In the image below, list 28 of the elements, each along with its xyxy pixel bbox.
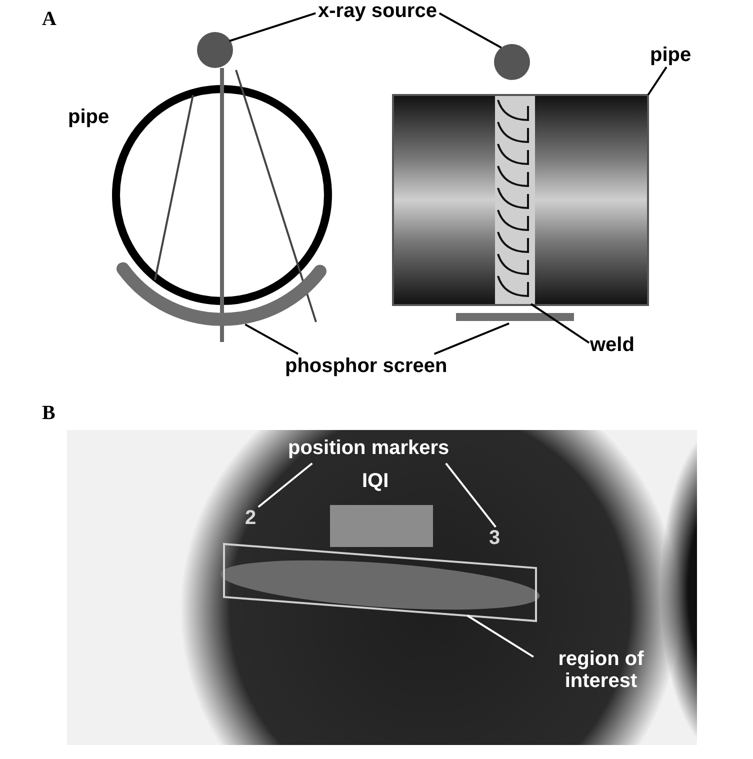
leader-line <box>647 66 668 96</box>
callout-label: pipe <box>650 44 692 66</box>
leader-line <box>244 324 298 355</box>
phosphor-screen-bar <box>456 313 574 321</box>
leader-line <box>466 614 534 658</box>
pipe-side-view <box>392 94 649 306</box>
panel-label: B <box>42 402 56 424</box>
panel-label: A <box>42 8 56 30</box>
weld-seam <box>495 96 535 304</box>
callout-label: region of interest <box>536 648 666 692</box>
part-label: IQI <box>362 470 389 492</box>
xray-source-dot <box>494 44 530 80</box>
callout-label: weld <box>590 334 634 356</box>
callout-label: position markers <box>288 437 450 459</box>
leader-line <box>258 462 313 508</box>
xray-source-dot <box>197 32 233 68</box>
part-label: pipe <box>68 106 110 128</box>
leader-line <box>434 322 510 355</box>
leader-line <box>438 12 502 48</box>
leader-line <box>445 462 496 528</box>
leader-line <box>530 303 590 344</box>
callout-label: phosphor screen <box>285 355 448 377</box>
callout-label: x-ray source <box>318 0 437 22</box>
phosphor-screen-arc <box>116 262 326 326</box>
position-marker: 3 <box>489 527 500 549</box>
position-marker: 2 <box>245 507 256 529</box>
region-outline <box>223 542 537 622</box>
leader-line <box>229 12 316 42</box>
